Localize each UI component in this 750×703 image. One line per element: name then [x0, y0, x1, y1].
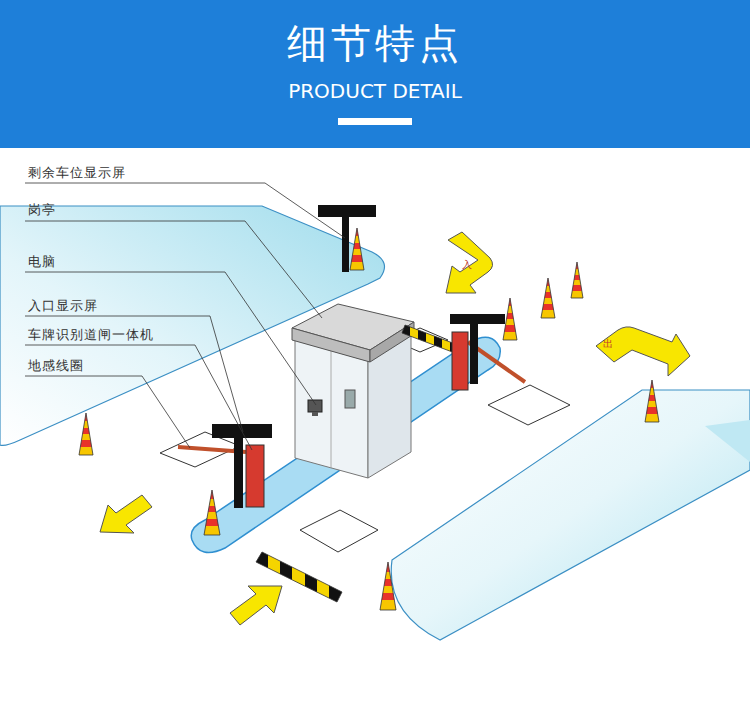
direction-arrows [100, 232, 690, 625]
right-island [391, 390, 750, 640]
booth [292, 304, 414, 478]
part-label: 电脑 [28, 253, 56, 271]
leader-lines [25, 183, 345, 450]
barrier-stripe [402, 325, 458, 353]
part-label: 岗亭 [28, 201, 56, 219]
part-label: 剩余车位显示屏 [28, 164, 126, 182]
ground-loops [160, 328, 570, 552]
space-sign [318, 205, 376, 272]
subtitle: PRODUCT DETAIL [0, 79, 750, 103]
part-label: 入口显示屏 [28, 297, 98, 315]
island-corner [705, 420, 750, 462]
arrow-mark: 入 [462, 258, 473, 272]
entry-gate [178, 424, 272, 508]
traffic-cones [79, 228, 659, 610]
header-band [0, 0, 750, 148]
part-label: 地感线圈 [28, 357, 84, 375]
part-label: 车牌识别道闸一体机 [28, 326, 154, 344]
page-title: 细节特点 [0, 16, 750, 71]
header-bar [338, 118, 412, 125]
arrow-mark: 出 [603, 337, 614, 351]
